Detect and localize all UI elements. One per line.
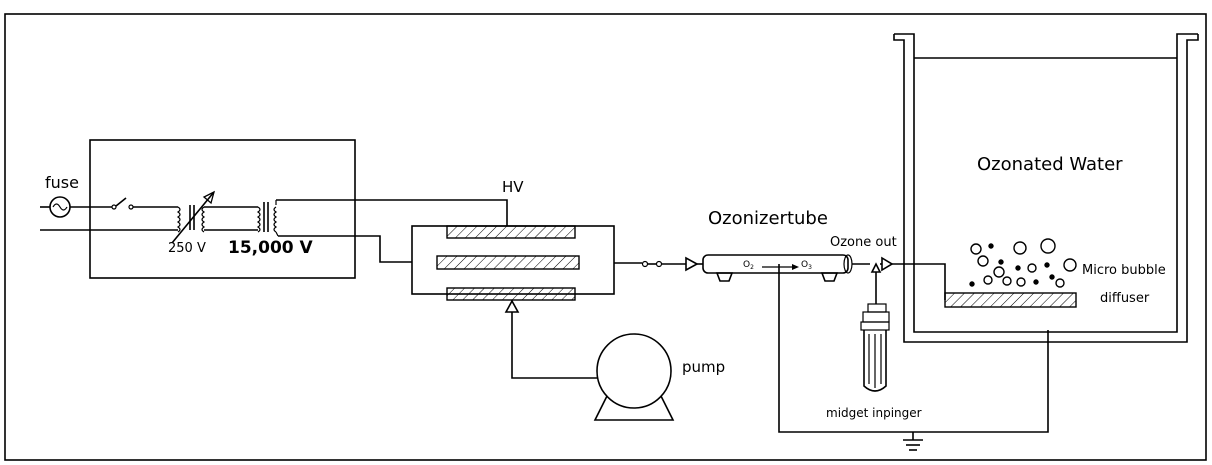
pump-icon: [504, 299, 675, 421]
fuse-label: fuse: [45, 173, 79, 192]
midget-impinger-label: midget inpinger: [826, 406, 922, 420]
ground-icon: [903, 439, 923, 451]
water-tank: [893, 33, 1199, 343]
o3-label: O3: [801, 260, 812, 271]
power-supply-box: [40, 139, 508, 279]
micro-bubble-label: Micro bubble: [1082, 263, 1166, 278]
pump-label: pump: [682, 358, 725, 376]
diffuser-plate: [944, 292, 1077, 308]
outlet-check-valve-icon: [881, 256, 894, 272]
electrode-top: [446, 225, 576, 239]
ozonizer-label: Ozonizertube: [708, 208, 828, 229]
electrode-bottom: [446, 287, 576, 301]
hv-label: HV: [502, 178, 524, 196]
switch-icon: [111, 197, 134, 210]
ozonated-water-label: Ozonated Water: [977, 154, 1123, 175]
ozonizer-tube: [697, 254, 853, 282]
outer-frame: [4, 13, 1207, 461]
hv-transformer-icon: [256, 202, 278, 233]
midget-impinger-icon: [860, 272, 890, 392]
ozone-out-label: Ozone out: [830, 235, 897, 250]
inlet-check-valve-icon: [685, 256, 699, 272]
diffuser-label: diffuser: [1100, 291, 1150, 306]
electrode-assembly: [411, 225, 642, 301]
impinger-tee-valve-icon: [870, 262, 882, 273]
electrode-middle: [436, 255, 580, 270]
o2-label: O2: [743, 260, 754, 271]
variac-voltage-label: 250 V: [168, 241, 206, 256]
micro-bubbles: [969, 238, 1077, 288]
variable-transformer-icon: [171, 190, 216, 244]
hv-voltage-label: 15,000 V: [228, 238, 314, 258]
